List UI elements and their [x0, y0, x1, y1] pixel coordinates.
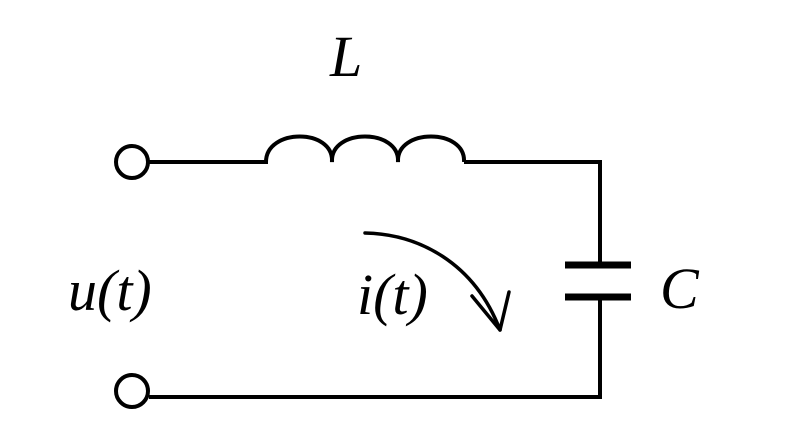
- bottom-wire: [149, 298, 602, 399]
- capacitor-label: C: [660, 256, 700, 321]
- current-arrow: [363, 231, 502, 332]
- inductor-symbol: [264, 134, 467, 163]
- current-label: i(t): [357, 262, 428, 327]
- current-arrowhead: [470, 290, 511, 332]
- input-terminal-bottom: [114, 373, 150, 409]
- voltage-label: u(t): [68, 258, 152, 323]
- top-wire-right: [464, 160, 602, 264]
- input-terminal-top: [114, 144, 150, 180]
- inductor-label: L: [329, 24, 362, 89]
